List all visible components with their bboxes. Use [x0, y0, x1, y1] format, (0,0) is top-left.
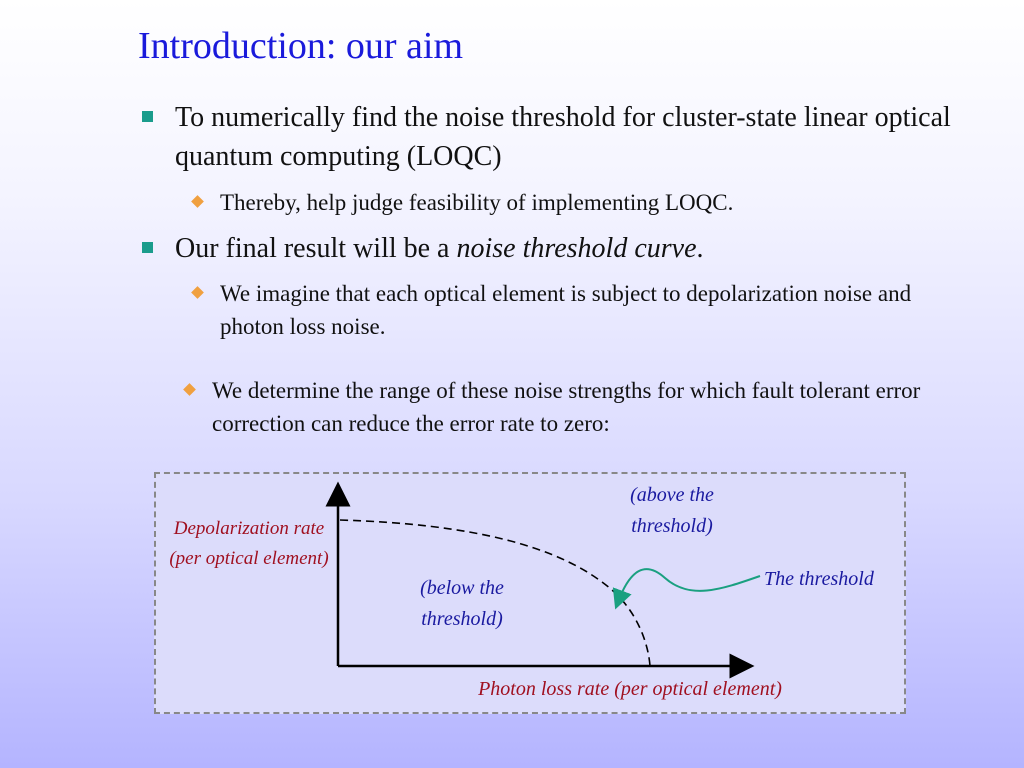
sub-bullet-noise-model-text: We imagine that each optical element is …: [220, 281, 912, 339]
sub-bullet-range-text: We determine the range of these noise st…: [212, 378, 921, 436]
x-axis-label: Photon loss rate (per optical element): [478, 678, 782, 700]
sub-bullet-noise-model: We imagine that each optical element is …: [191, 277, 980, 343]
sub-bullet-range: We determine the range of these noise st…: [183, 374, 972, 440]
slide-title: Introduction: our aim: [138, 25, 464, 67]
y-axis-label: Depolarization rate (per optical element…: [169, 518, 329, 569]
bullet-aim-text: To numerically find the noise threshold …: [175, 102, 951, 172]
bullet-result: Our final result will be a noise thresho…: [142, 229, 975, 268]
sub-bullet-feasibility: Thereby, help judge feasibility of imple…: [191, 186, 980, 219]
above-threshold-label: (above the threshold): [630, 484, 714, 537]
square-bullet-icon: [142, 111, 153, 122]
threshold-label: The threshold: [764, 568, 874, 590]
bullet-result-suffix: .: [696, 233, 704, 264]
bullet-result-prefix: Our final result will be a: [175, 233, 457, 264]
below-threshold-label: (below the threshold): [420, 577, 504, 630]
bullet-result-emphasis: noise threshold curve: [456, 233, 697, 264]
diamond-bullet-icon: [191, 195, 204, 208]
square-bullet-icon: [142, 242, 153, 253]
diamond-bullet-icon: [191, 286, 204, 299]
sub-bullet-feasibility-text: Thereby, help judge feasibility of imple…: [220, 190, 734, 215]
diamond-bullet-icon: [183, 383, 196, 396]
bullet-aim: To numerically find the noise threshold …: [142, 98, 975, 176]
